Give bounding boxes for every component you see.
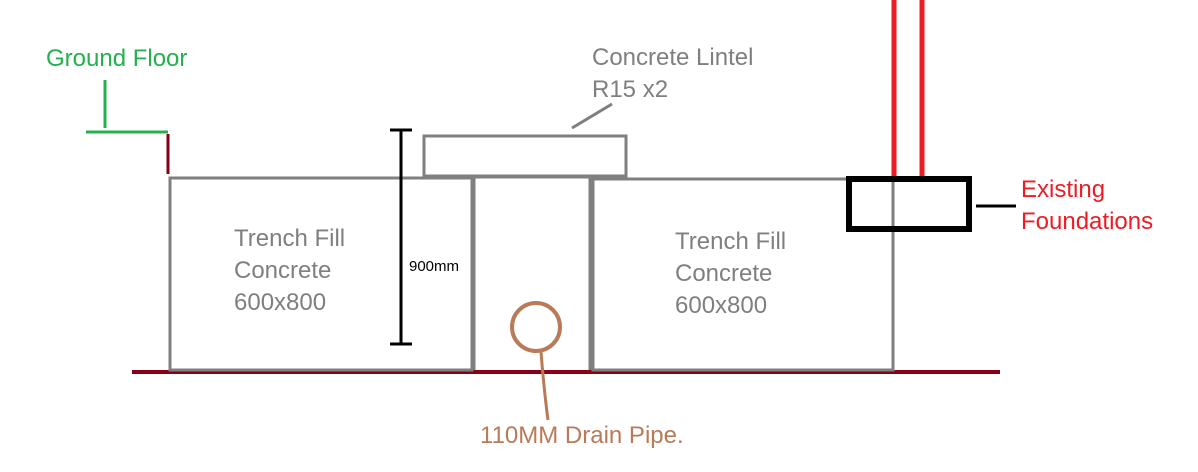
trench-left-label-1: Trench Fill [234, 225, 345, 252]
existing-label-2: Foundations [1021, 208, 1153, 235]
trench-right-label-3: 600x800 [675, 292, 767, 319]
drain-pipe-label: 110MM Drain Pipe. [480, 422, 684, 449]
trench-fill-left [168, 176, 474, 372]
concrete-lintel [422, 134, 628, 178]
existing-label-1: Existing [1021, 176, 1105, 203]
lintel-label-2: R15 x2 [592, 76, 668, 103]
lintel-leader [571, 102, 613, 130]
trench-left-label-3: 600x800 [234, 289, 326, 316]
drain-pipe-circle [510, 301, 562, 353]
dimension-label: 900mm [409, 258, 459, 275]
trench-left-label-2: Concrete [234, 257, 331, 284]
trench-right-label-1: Trench Fill [675, 228, 786, 255]
drain-pipe-leader [539, 351, 550, 421]
ground-floor-label: Ground Floor [46, 45, 187, 72]
existing-foundations [846, 176, 972, 232]
trench-right-label-2: Concrete [675, 260, 772, 287]
trench-fill-right [591, 177, 895, 372]
lintel-label-1: Concrete Lintel [592, 44, 753, 71]
